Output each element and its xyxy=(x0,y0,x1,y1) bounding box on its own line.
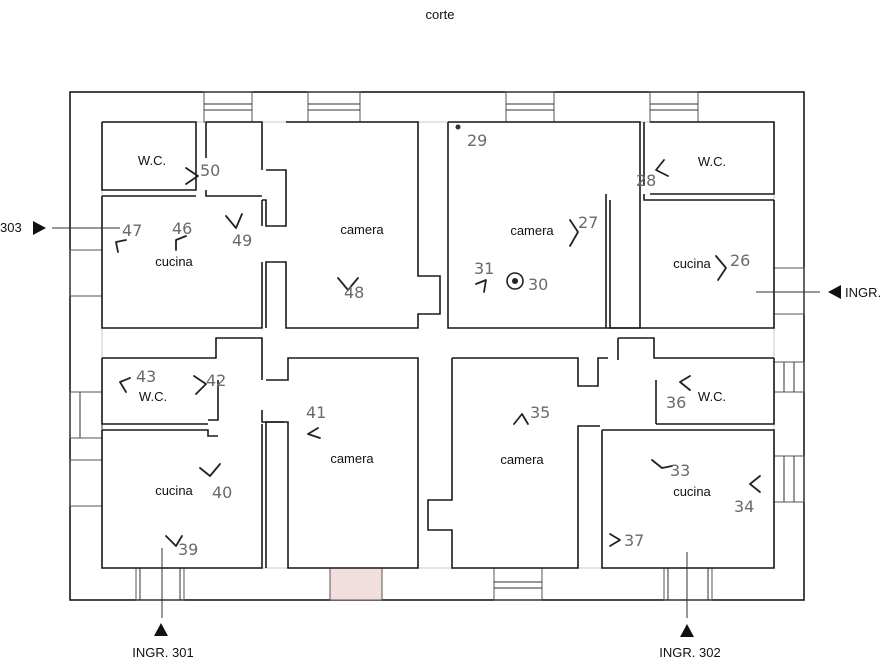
photo-number: 31 xyxy=(474,259,494,278)
view-angle-icon xyxy=(651,459,673,469)
photo-point-dot-icon xyxy=(455,124,461,130)
view-angle-icon xyxy=(609,533,621,547)
entrance-left: 303 xyxy=(0,220,120,235)
room-label-cucina-bottom-left: cucina xyxy=(155,483,193,498)
room-label-wc-bottom-right: W.C. xyxy=(698,389,726,404)
view-angle-icon xyxy=(307,427,321,439)
triangle-up-icon xyxy=(680,624,694,637)
bottom-windows xyxy=(135,567,713,601)
view-angle-icon xyxy=(513,413,529,425)
room-label-wc-bottom-left: W.C. xyxy=(139,389,167,404)
photo-number: 46 xyxy=(172,219,192,238)
apartment-top-right xyxy=(447,121,775,329)
outer-wall xyxy=(69,91,805,601)
apartment-bottom-right xyxy=(427,337,775,569)
photo-markers: 29 28 27 26 30 31 47 46 49 50 48 43 42 4… xyxy=(115,124,761,559)
view-angle-icon xyxy=(679,375,691,391)
view-angle-icon xyxy=(165,535,183,547)
entrance-bottom-right: INGR. 302 xyxy=(659,552,721,660)
room-label-wc-top-left: W.C. xyxy=(138,153,166,168)
apartment-top-left xyxy=(101,121,441,329)
view-angle-icon xyxy=(193,375,207,395)
triangle-right-icon xyxy=(33,221,46,235)
view-angle-icon xyxy=(115,239,127,253)
room-label-wc-top-right: W.C. xyxy=(698,154,726,169)
triangle-up-icon xyxy=(154,623,168,636)
photo-number: 35 xyxy=(530,403,550,422)
photo-number: 49 xyxy=(232,231,252,250)
photo-number: 39 xyxy=(178,540,198,559)
view-angle-icon xyxy=(185,167,199,185)
photo-number: 33 xyxy=(670,461,690,480)
photo-number: 40 xyxy=(212,483,232,502)
entrance-left-label: 303 xyxy=(0,220,22,235)
entrance-bottom-left: INGR. 301 xyxy=(132,548,194,660)
view-angle-icon xyxy=(337,277,359,291)
room-label-camera-top-right: camera xyxy=(510,223,554,238)
view-angle-icon xyxy=(225,213,243,229)
room-label-cucina-top-right: cucina xyxy=(673,256,711,271)
view-angle-icon xyxy=(175,235,187,251)
inner-wall-guide xyxy=(101,121,775,569)
room-label-camera-top-left: camera xyxy=(340,222,384,237)
photo-number: 48 xyxy=(344,283,364,302)
view-angle-icon xyxy=(569,219,579,247)
photo-number: 26 xyxy=(730,251,750,270)
entrance-bottom-right-label: INGR. 302 xyxy=(659,645,720,660)
side-windows xyxy=(69,249,805,507)
photo-number: 34 xyxy=(734,497,754,516)
room-label-camera-bottom-right: camera xyxy=(500,452,544,467)
photo-360-icon xyxy=(506,272,524,290)
room-label-cucina-bottom-right: cucina xyxy=(673,484,711,499)
entrance-bottom-left-label: INGR. 301 xyxy=(132,645,193,660)
courtyard-label: corte xyxy=(426,7,455,22)
photo-number: 37 xyxy=(624,531,644,550)
photo-number: 28 xyxy=(636,171,656,190)
room-label-camera-bottom-left: camera xyxy=(330,451,374,466)
photo-number: 29 xyxy=(467,131,487,150)
view-angle-icon xyxy=(199,463,221,477)
top-windows xyxy=(203,91,699,123)
view-angle-icon xyxy=(715,255,727,281)
triangle-left-icon xyxy=(828,285,841,299)
view-angle-icon xyxy=(475,279,487,293)
photo-number: 47 xyxy=(122,221,142,240)
photo-number: 50 xyxy=(200,161,220,180)
photo-number: 41 xyxy=(306,403,326,422)
entrance-right: INGR. xyxy=(756,285,881,300)
view-angle-icon xyxy=(749,475,761,493)
photo-number: 30 xyxy=(528,275,548,294)
view-angle-icon xyxy=(655,159,669,177)
photo-number: 27 xyxy=(578,213,598,232)
entrance-right-label: INGR. xyxy=(845,285,881,300)
photo-number: 36 xyxy=(666,393,686,412)
apartment-bottom-left xyxy=(101,337,419,569)
view-angle-icon xyxy=(119,377,131,393)
photo-number: 42 xyxy=(206,371,226,390)
photo-number: 43 xyxy=(136,367,156,386)
room-label-cucina-top-left: cucina xyxy=(155,254,193,269)
